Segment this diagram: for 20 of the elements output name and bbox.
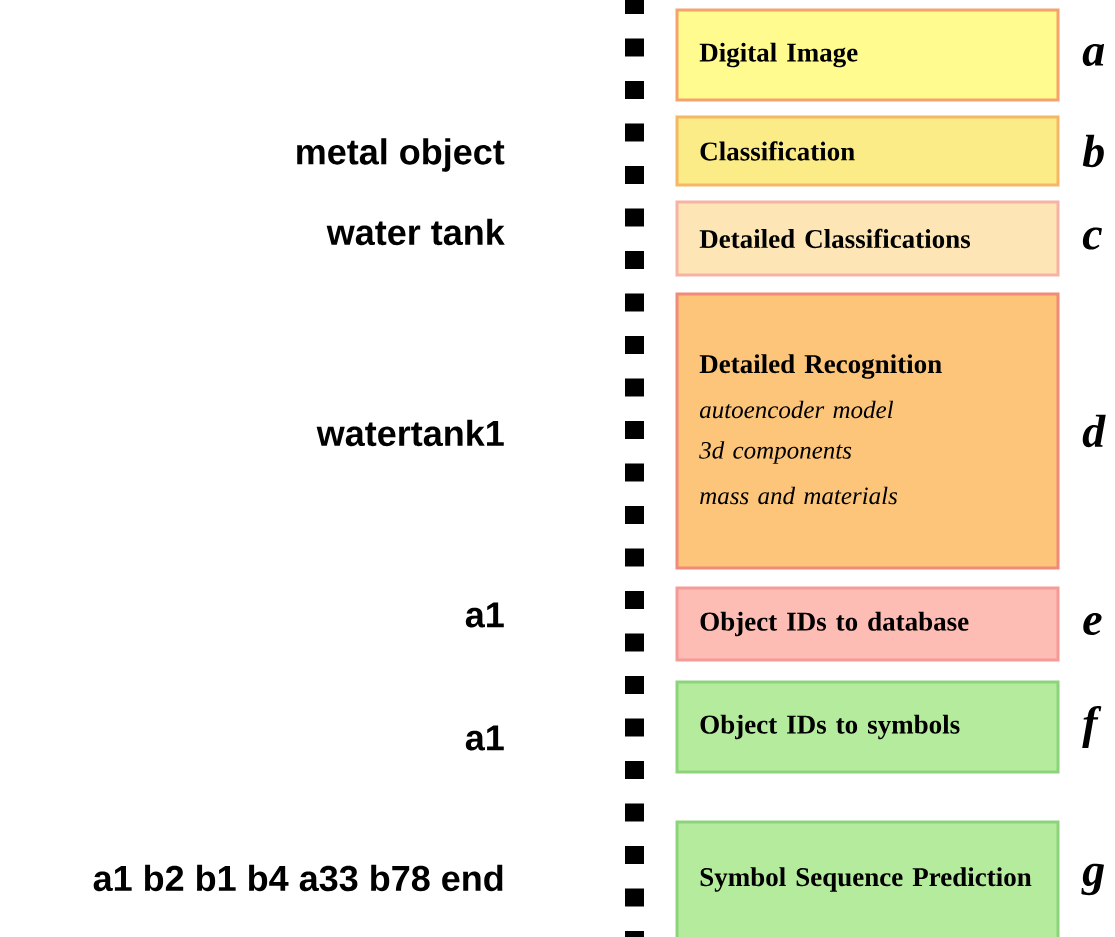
output-label: a1 [465,602,504,628]
process-box: Classification [675,115,1060,187]
process-box: Object IDs to symbols [675,680,1060,774]
output-label: watertank1 [316,419,504,447]
output-label: metal object [297,138,505,172]
process-box: Digital Image [675,8,1060,102]
step-letter: d [1082,414,1106,448]
step-letter: c [1082,227,1102,250]
step-letter: b [1082,134,1104,168]
step-letter: e [1083,612,1102,636]
step-letter: a [1082,43,1105,67]
output-label: water tank [326,218,505,246]
process-box: Symbol Sequence Prediction [675,820,1060,937]
process-box: Detailed Recognition autoencoder model 3d components mass and materials [675,292,1060,570]
process-box: Object IDs to database [675,586,1060,662]
process-box: Detailed Classifications [675,200,1060,277]
output-label: a1 [465,725,504,751]
output-label: a1 b2 b1 b4 a33 b78 end [93,864,503,892]
step-letter: g [1081,863,1104,896]
step-letter: f [1082,705,1102,749]
